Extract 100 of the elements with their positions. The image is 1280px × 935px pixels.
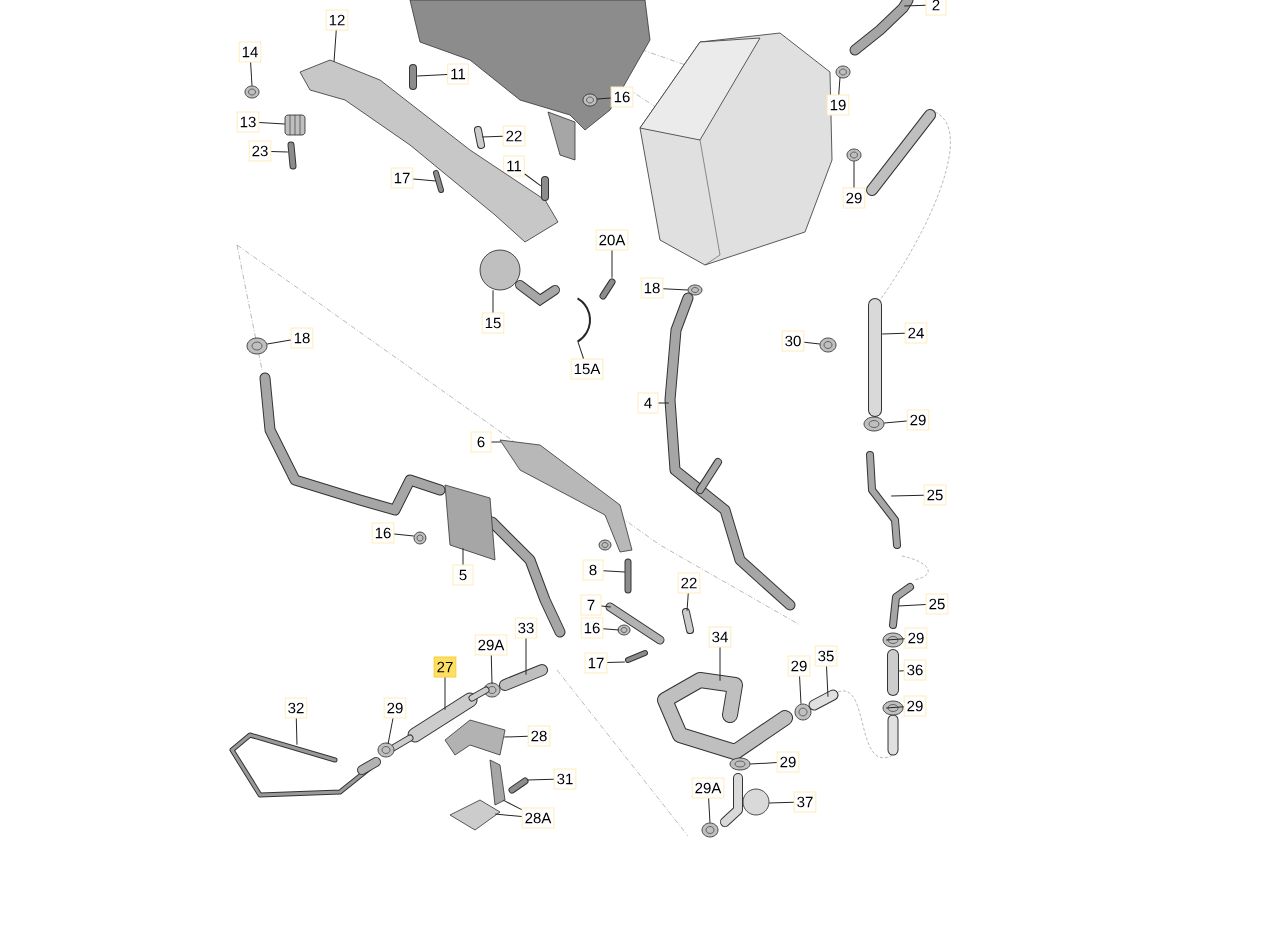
leader-line [270, 150, 289, 153]
leader-line [883, 420, 908, 424]
callout-number: 18 [290, 327, 314, 349]
hose [889, 583, 914, 629]
leader-line [524, 173, 542, 187]
callout-number: 2 [925, 0, 947, 16]
leader-line [491, 441, 502, 443]
callout-number: 13 [236, 111, 260, 133]
leader-line [258, 122, 286, 125]
callout-number: 29 [776, 751, 800, 773]
callout-number: 29 [842, 187, 866, 209]
callout-number: 19 [826, 94, 850, 116]
callout-number: 18 [640, 277, 664, 299]
callout-number: 29 [904, 627, 928, 649]
leader-line [412, 178, 437, 182]
bushing [682, 608, 694, 634]
bolt [599, 278, 616, 300]
callout-number: 23 [248, 140, 272, 162]
clip [244, 85, 260, 99]
hose-clamp [483, 682, 501, 698]
callout-number: 15 [481, 312, 505, 334]
leader-line [502, 799, 523, 811]
callout-number: 31 [553, 768, 577, 790]
leader-line [266, 339, 292, 345]
leader-line [526, 778, 555, 781]
hose-clamp [846, 148, 862, 162]
leader-line [853, 160, 855, 188]
leader-line [295, 718, 298, 746]
leader-line [897, 604, 927, 607]
pump-drawing [479, 249, 560, 307]
leader-line [603, 570, 626, 573]
leader-line [903, 4, 926, 7]
callout-number: 35 [814, 645, 838, 667]
bolt [508, 777, 529, 794]
hose-clamp [882, 700, 904, 716]
callout-number: 17 [584, 652, 608, 674]
hose-clamp [729, 757, 751, 771]
hose-clamp [377, 742, 395, 758]
hose-clamp [687, 284, 703, 296]
leader-line [503, 735, 529, 738]
hose [866, 451, 929, 581]
leader-line [898, 670, 905, 672]
hose [499, 664, 548, 691]
leader-line [490, 655, 493, 685]
callout-number: 15A [570, 358, 604, 380]
bushing [474, 126, 485, 149]
stud [624, 558, 632, 594]
stud [541, 176, 549, 201]
leader-line [416, 74, 448, 77]
grommet [284, 114, 306, 136]
callout-number: 32 [284, 697, 308, 719]
hose-clamp [863, 416, 885, 432]
bracket [605, 602, 665, 645]
callout-number: 29A [691, 777, 725, 799]
callout-number: 30 [781, 330, 805, 352]
leader-line [662, 288, 689, 291]
leader-line [826, 666, 829, 698]
callout-number: 16 [610, 86, 634, 108]
leader-line [885, 638, 906, 641]
callout-number: 34 [708, 626, 732, 648]
leader-line [494, 813, 523, 817]
callout-number: 11 [503, 155, 525, 177]
leader-line [393, 533, 415, 537]
heat-shield [299, 59, 559, 243]
leader-line [803, 341, 821, 345]
plate [449, 799, 501, 831]
hose-clamp [835, 65, 851, 79]
leader-line [601, 605, 612, 608]
leader-line [768, 801, 795, 804]
leader-line [462, 547, 464, 565]
callout-number: 37 [793, 791, 817, 813]
leader-line [602, 628, 620, 631]
callout-number: 16 [371, 522, 395, 544]
callout-number: 25 [923, 484, 947, 506]
callout-number: 4 [637, 392, 659, 414]
leader-line [885, 706, 905, 709]
strap [576, 297, 591, 343]
leader-line [250, 62, 253, 87]
callout-number: 33 [514, 617, 538, 639]
leader-line [577, 341, 584, 359]
hose-clamp [794, 703, 812, 721]
hose-clamp [701, 822, 719, 838]
bolt [433, 170, 444, 193]
leader-line [492, 289, 494, 313]
leader-line [719, 647, 721, 682]
stud [409, 64, 417, 90]
callout-number: 11 [447, 63, 469, 85]
leader-line [881, 332, 906, 335]
leader-line [606, 661, 626, 664]
leader-line [799, 676, 802, 705]
callout-number: 14 [238, 41, 262, 63]
plug [819, 337, 837, 353]
leader-line [611, 250, 613, 279]
bolt [287, 141, 297, 170]
callout-number: 29 [383, 697, 407, 719]
callout-number: 8 [582, 559, 604, 581]
callout-number: 24 [904, 322, 928, 344]
callout-number: 27 [433, 656, 457, 678]
fuel-pump [389, 686, 490, 752]
callout-number: 6 [470, 431, 492, 453]
